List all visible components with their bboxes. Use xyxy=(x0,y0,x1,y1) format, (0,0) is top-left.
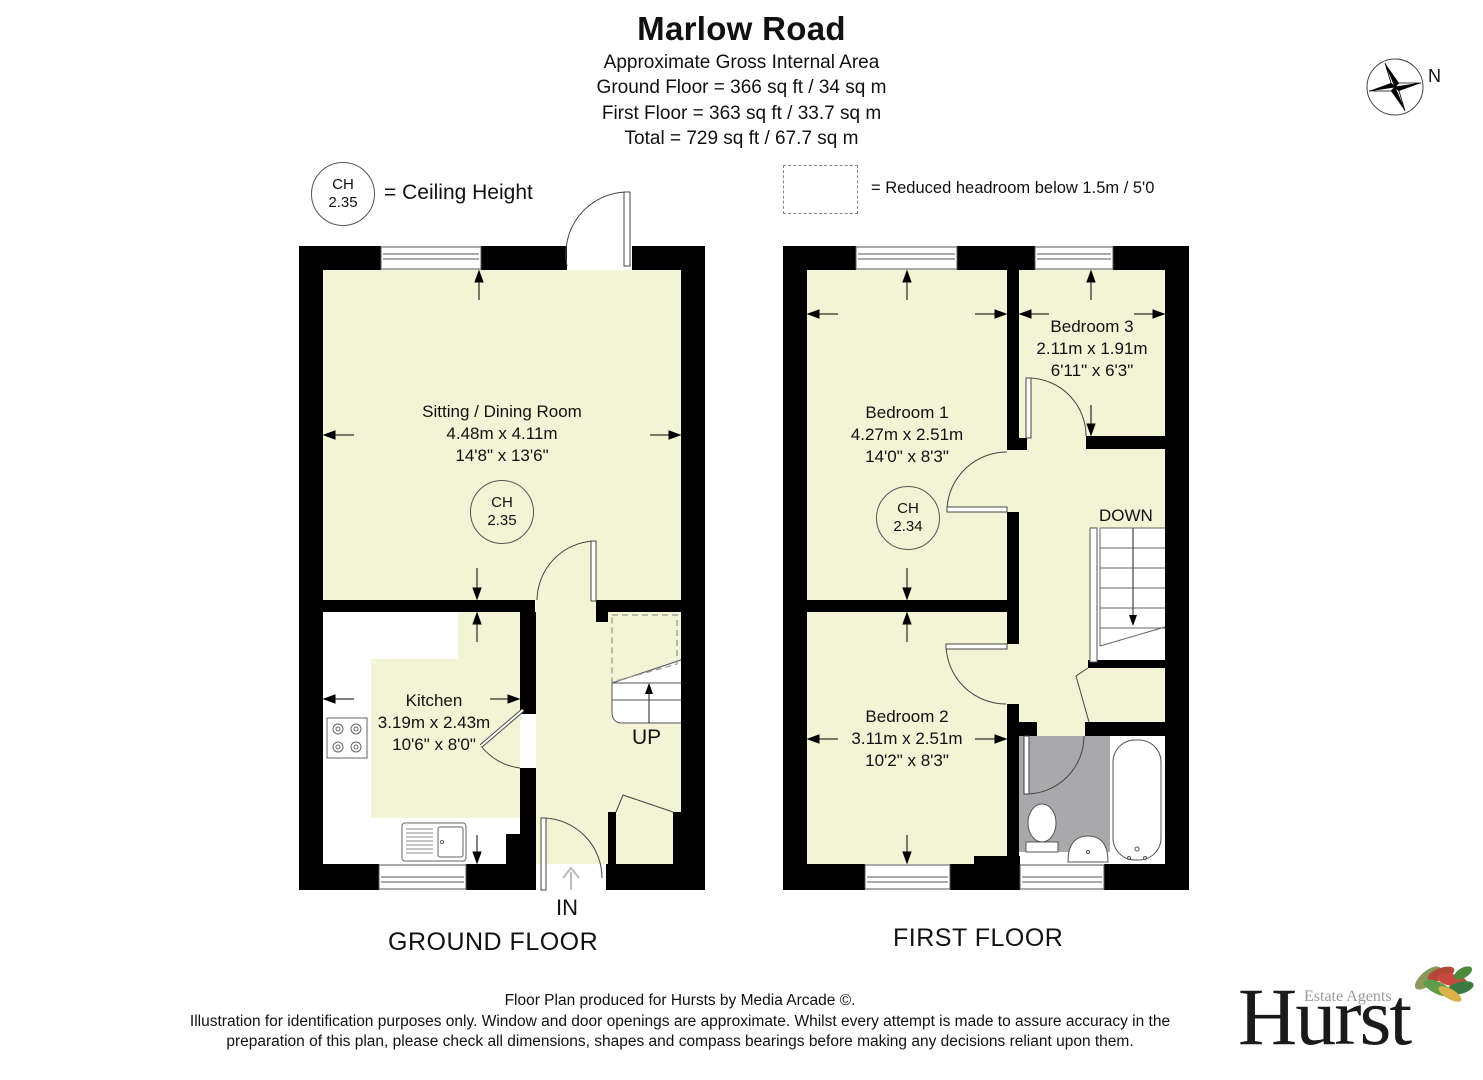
total-area: Total = 729 sq ft / 67.7 sq m xyxy=(624,128,859,149)
area-subtitle: Approximate Gross Internal Area xyxy=(603,52,880,73)
disclaimer-line-2: preparation of this plan, please check a… xyxy=(226,1033,1134,1050)
room-metric-size: 3.11m x 2.51m xyxy=(851,729,963,748)
room-kitchen: Kitchen 3.19m x 2.43m 10'6" x 8'0" xyxy=(364,690,504,756)
room-sitting-dining: Sitting / Dining Room 4.48m x 4.11m 14'8… xyxy=(382,401,622,467)
compass-north-label: N xyxy=(1428,66,1441,86)
room-imperial-size: 10'6" x 8'0" xyxy=(392,735,476,754)
credit-text: Floor Plan produced for Hursts by Media … xyxy=(504,992,856,1009)
ground-floor-plan xyxy=(299,191,705,891)
ch-label: CH xyxy=(491,494,513,511)
stairs-up-label: UP xyxy=(632,726,662,749)
room-bedroom-2: Bedroom 2 3.11m x 2.51m 10'2" x 8'3" xyxy=(837,706,977,772)
entrance-label: IN xyxy=(556,895,578,920)
room-imperial-size: 10'2" x 8'3" xyxy=(865,751,949,770)
brand-tagline: Estate Agents xyxy=(1304,988,1392,1005)
room-metric-size: 4.27m x 2.51m xyxy=(850,425,964,444)
ceiling-height-legend-text: = Ceiling Height xyxy=(384,181,533,204)
ch-value: 2.35 xyxy=(487,512,517,529)
first-floor-area: First Floor = 363 sq ft / 33.7 sq m xyxy=(601,103,882,124)
room-name: Bedroom 1 xyxy=(865,403,949,422)
ch-label: CH xyxy=(332,176,354,193)
room-metric-size: 4.48m x 4.11m xyxy=(446,424,558,443)
leaves-icon xyxy=(1414,966,1474,1002)
first-floor-plan xyxy=(783,246,1189,890)
ground-floor-label: GROUND FLOOR xyxy=(388,928,599,956)
room-name: Sitting / Dining Room xyxy=(422,402,582,421)
ch-value: 2.34 xyxy=(893,518,923,535)
hurst-logo: Estate Agents Hurst xyxy=(1238,958,1478,1063)
room-imperial-size: 14'0" x 8'3" xyxy=(865,447,949,466)
room-imperial-size: 14'8" x 13'6" xyxy=(455,446,549,465)
room-metric-size: 2.11m x 1.91m xyxy=(1036,339,1148,358)
room-name: Bedroom 2 xyxy=(865,707,949,726)
ceiling-height-marker: CH 2.35 xyxy=(470,480,534,544)
room-bedroom-1: Bedroom 1 4.27m x 2.51m 14'0" x 8'3" xyxy=(827,402,987,468)
reduced-headroom-legend-marker xyxy=(783,165,858,214)
compass-rose-icon xyxy=(1365,57,1427,119)
stairs-down-label: DOWN xyxy=(1099,506,1153,525)
ceiling-height-legend-marker: CH 2.35 xyxy=(311,162,375,226)
reduced-headroom-legend-text: = Reduced headroom below 1.5m / 5'0 xyxy=(871,179,1155,197)
room-imperial-size: 6'11" x 6'3" xyxy=(1050,361,1134,380)
room-metric-size: 3.19m x 2.43m xyxy=(377,713,491,732)
ground-floor-area: Ground Floor = 366 sq ft / 34 sq m xyxy=(596,77,887,98)
ceiling-height-marker: CH 2.34 xyxy=(876,486,940,550)
ch-label: CH xyxy=(897,500,919,517)
room-name: Kitchen xyxy=(405,691,463,710)
brand-name: Hurst xyxy=(1238,971,1412,1062)
ch-value: 2.35 xyxy=(328,194,358,211)
disclaimer-line-1: Illustration for identification purposes… xyxy=(189,1013,1171,1030)
room-bedroom-3: Bedroom 3 2.11m x 1.91m 6'11" x 6'3" xyxy=(1017,316,1167,382)
room-name: Bedroom 3 xyxy=(1050,317,1134,336)
first-floor-label: FIRST FLOOR xyxy=(893,924,1064,952)
page-title: Marlow Road xyxy=(637,10,846,47)
